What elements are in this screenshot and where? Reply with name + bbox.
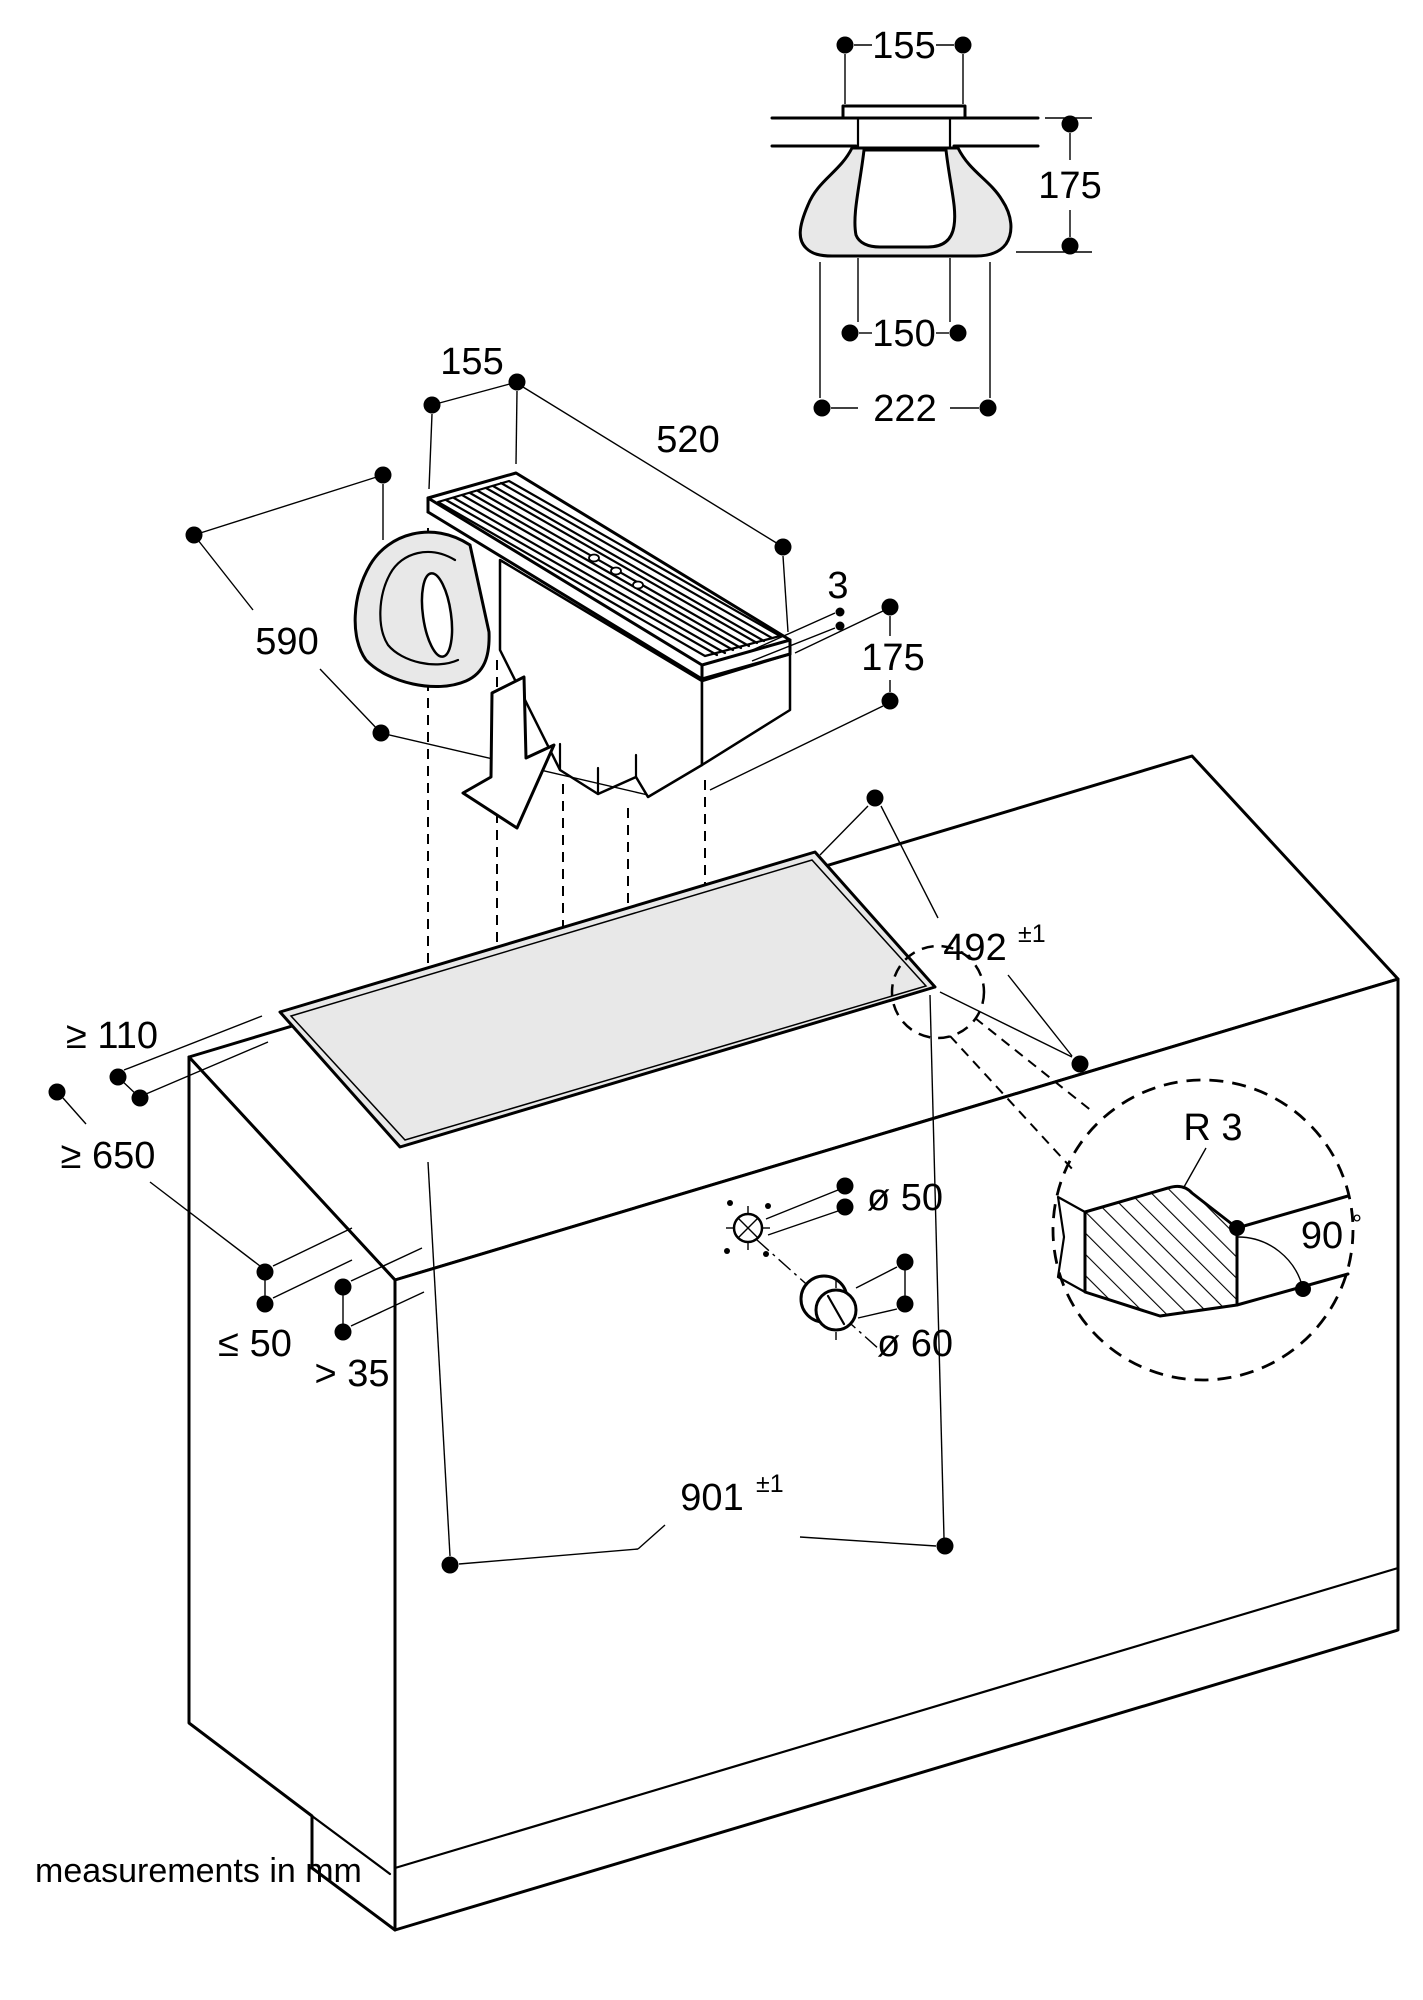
- dim-label-901: 901: [680, 1477, 743, 1519]
- dim-520: 520: [522, 386, 792, 633]
- dim-901: 901 ±1: [427, 994, 954, 1574]
- duct-funnel-section: [798, 146, 1013, 258]
- dim-155-top: 155: [836, 25, 972, 104]
- dim-label-520: 520: [656, 419, 719, 461]
- plinth-line: [393, 1566, 1400, 1870]
- dim-label-492-tol: ±1: [1018, 920, 1046, 948]
- dim-label-155-top: 155: [872, 25, 935, 67]
- dim-ge650: ≥ 650: [48, 1083, 261, 1267]
- dim-hole-50: ø 50: [765, 1177, 943, 1236]
- worktop-cutout: [278, 850, 937, 1149]
- dim-label-175-section: 175: [1038, 165, 1101, 207]
- dim-label-o50: ø 50: [867, 1177, 943, 1219]
- units-note: measurements in mm: [35, 1852, 362, 1890]
- dim-label-90deg: 90: [1301, 1215, 1343, 1257]
- detail-view-circle: [1051, 1078, 1355, 1382]
- module-housing-end: [700, 652, 792, 767]
- dim-label-150: 150: [872, 313, 935, 355]
- dim-175-module: 175: [709, 598, 925, 791]
- dim-150: 150: [841, 258, 967, 355]
- dim-label-155-module: 155: [440, 341, 503, 383]
- duct-outlet: [420, 572, 454, 658]
- dim-155-module: 155: [423, 341, 526, 490]
- dim-label-r3: R 3: [1183, 1107, 1242, 1149]
- dim-le50: ≤ 50: [218, 1227, 353, 1365]
- dim-label-175-module: 175: [861, 637, 924, 679]
- detail-marker-circle: [890, 944, 986, 1040]
- dim-label-le50: ≤ 50: [218, 1323, 292, 1365]
- dim-label-gt35: > 35: [314, 1353, 389, 1395]
- dim-492: 492 ±1: [819, 789, 1089, 1073]
- vent-module-view: 155 520 590 3: [185, 341, 925, 1000]
- dim-label-492: 492: [943, 927, 1006, 969]
- dim-label-o60: ø 60: [877, 1323, 953, 1365]
- dim-222: 222: [813, 262, 997, 430]
- drill-hole: [724, 1200, 771, 1257]
- dim-label-ge110: ≥ 110: [66, 1015, 158, 1057]
- dim-ge110: ≥ 110: [66, 1015, 269, 1107]
- insert-arrow-icon: [461, 675, 556, 830]
- control-knob: [799, 1274, 858, 1340]
- worktop-cutout-inner-edge: [289, 859, 928, 1141]
- duct-section-view: 155 175 150 222: [770, 25, 1102, 430]
- grate: [426, 471, 792, 681]
- dim-label-590: 590: [255, 621, 318, 663]
- cutout-edge-detail: R 3 90 °: [1056, 1107, 1362, 1318]
- dim-label-ge650: ≥ 650: [61, 1135, 156, 1177]
- dim-knob-60: ø 60: [855, 1253, 953, 1365]
- dim-label-901-tol: ±1: [756, 1470, 784, 1498]
- dim-label-3: 3: [827, 565, 848, 607]
- worktop-cabinet-view: 492 ±1 ≥ 110 ≥ 650 ≤ 50: [48, 754, 1400, 1932]
- dim-label-222: 222: [873, 388, 936, 430]
- dim-label-90deg-unit: °: [1352, 1210, 1362, 1238]
- dim-175-section: 175: [1016, 115, 1102, 255]
- grate-flange-section: [841, 104, 967, 120]
- dim-3-lip: 3: [747, 565, 849, 662]
- worktop-edge-section: [1083, 1184, 1239, 1318]
- center-line: [756, 1239, 881, 1351]
- dim-gt35: > 35: [314, 1247, 425, 1395]
